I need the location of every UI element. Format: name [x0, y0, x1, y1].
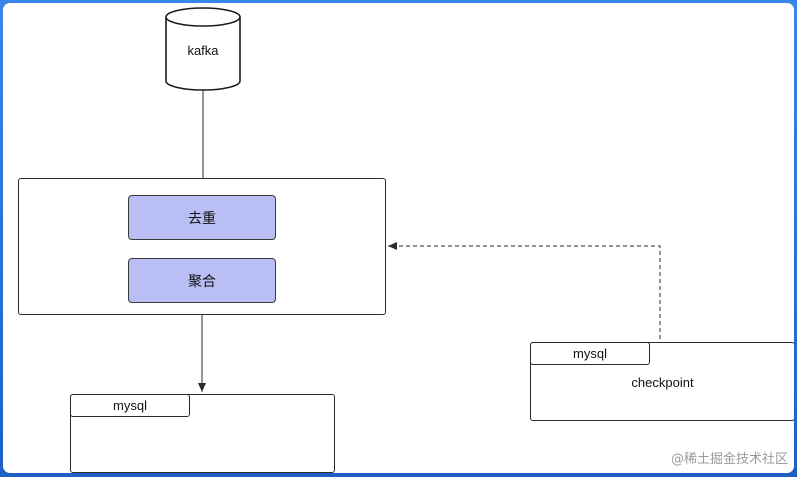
kafka-cylinder [165, 7, 241, 91]
mysql-sink-tab: mysql [70, 394, 190, 417]
connector-layer [165, 7, 661, 392]
checkpoint-label: checkpoint [631, 375, 694, 390]
checkpoint-to-processor-dashed-arrow [388, 242, 661, 339]
diagram-canvas: kafka 去重 聚合 mysql mysql checkpoint @稀土掘金… [3, 3, 794, 473]
dedup-step: 去重 [128, 195, 276, 240]
kafka-label: kafka [187, 43, 219, 58]
aggregate-step: 聚合 [128, 258, 276, 303]
mysql-checkpoint-tab: mysql [530, 342, 650, 365]
watermark-text: @稀土掘金技术社区 [670, 452, 788, 467]
